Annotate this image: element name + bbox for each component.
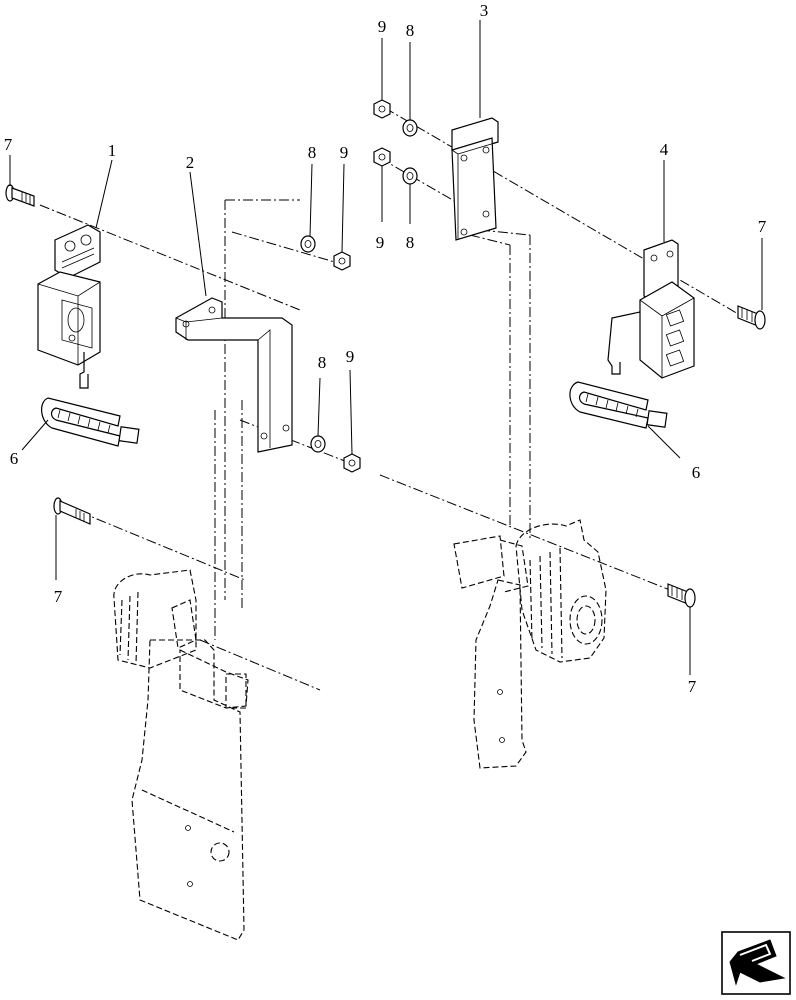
phantom-right-mount	[453, 519, 607, 769]
phantom-left-mount	[113, 569, 249, 941]
washer-top-right-1	[402, 119, 418, 137]
washer-lower	[310, 435, 326, 453]
callout-9-lower: 9	[346, 347, 355, 366]
callout-8-mid: 8	[308, 143, 317, 162]
center-lines	[39, 107, 741, 691]
part-2-z-bracket	[175, 297, 293, 453]
washer-mid	[300, 235, 316, 253]
callout-1: 1	[108, 141, 117, 160]
part-8-washers	[300, 119, 418, 453]
part-7-screw-mid-left	[53, 497, 91, 525]
washer-top-right-2	[402, 167, 418, 185]
callouts: 1 2 3 4 6 6 7 7 7 7 8 8 8 8 9 9 9 9	[4, 1, 767, 696]
nut-mid	[333, 251, 351, 271]
nut-top-1	[373, 99, 391, 119]
callout-3: 3	[480, 1, 489, 20]
callout-7-right-upper: 7	[758, 217, 767, 236]
callout-6-right: 6	[692, 463, 701, 482]
callout-8-lower: 8	[318, 353, 327, 372]
callout-8-top: 8	[406, 21, 415, 40]
callout-7-mid-left: 7	[54, 587, 63, 606]
callout-2: 2	[186, 153, 195, 172]
part-3-plate	[451, 117, 499, 241]
part-6-cable-tie-right	[569, 381, 668, 429]
callout-7-right-lower: 7	[688, 677, 697, 696]
nut-lower	[343, 453, 361, 473]
part-7-screw-top-left	[5, 184, 35, 207]
part-4-switch-right	[607, 239, 695, 379]
leader-lines	[9, 20, 763, 675]
arrow-return-icon[interactable]	[721, 931, 791, 995]
callout-9-top-lower: 9	[376, 233, 385, 252]
callout-7-top-left: 7	[4, 135, 13, 154]
part-7-screw-right-lower	[667, 583, 696, 608]
callout-9-mid: 9	[340, 143, 349, 162]
part-1-switch-left	[37, 224, 101, 389]
nut-top-2	[373, 147, 391, 167]
part-6-cable-tie-left	[41, 397, 140, 447]
callout-6-left: 6	[10, 449, 19, 468]
callout-9-top: 9	[378, 17, 387, 36]
callout-4: 4	[660, 140, 669, 159]
callout-8-top-lower: 8	[406, 233, 415, 252]
part-7-screw-right-upper	[737, 305, 766, 330]
